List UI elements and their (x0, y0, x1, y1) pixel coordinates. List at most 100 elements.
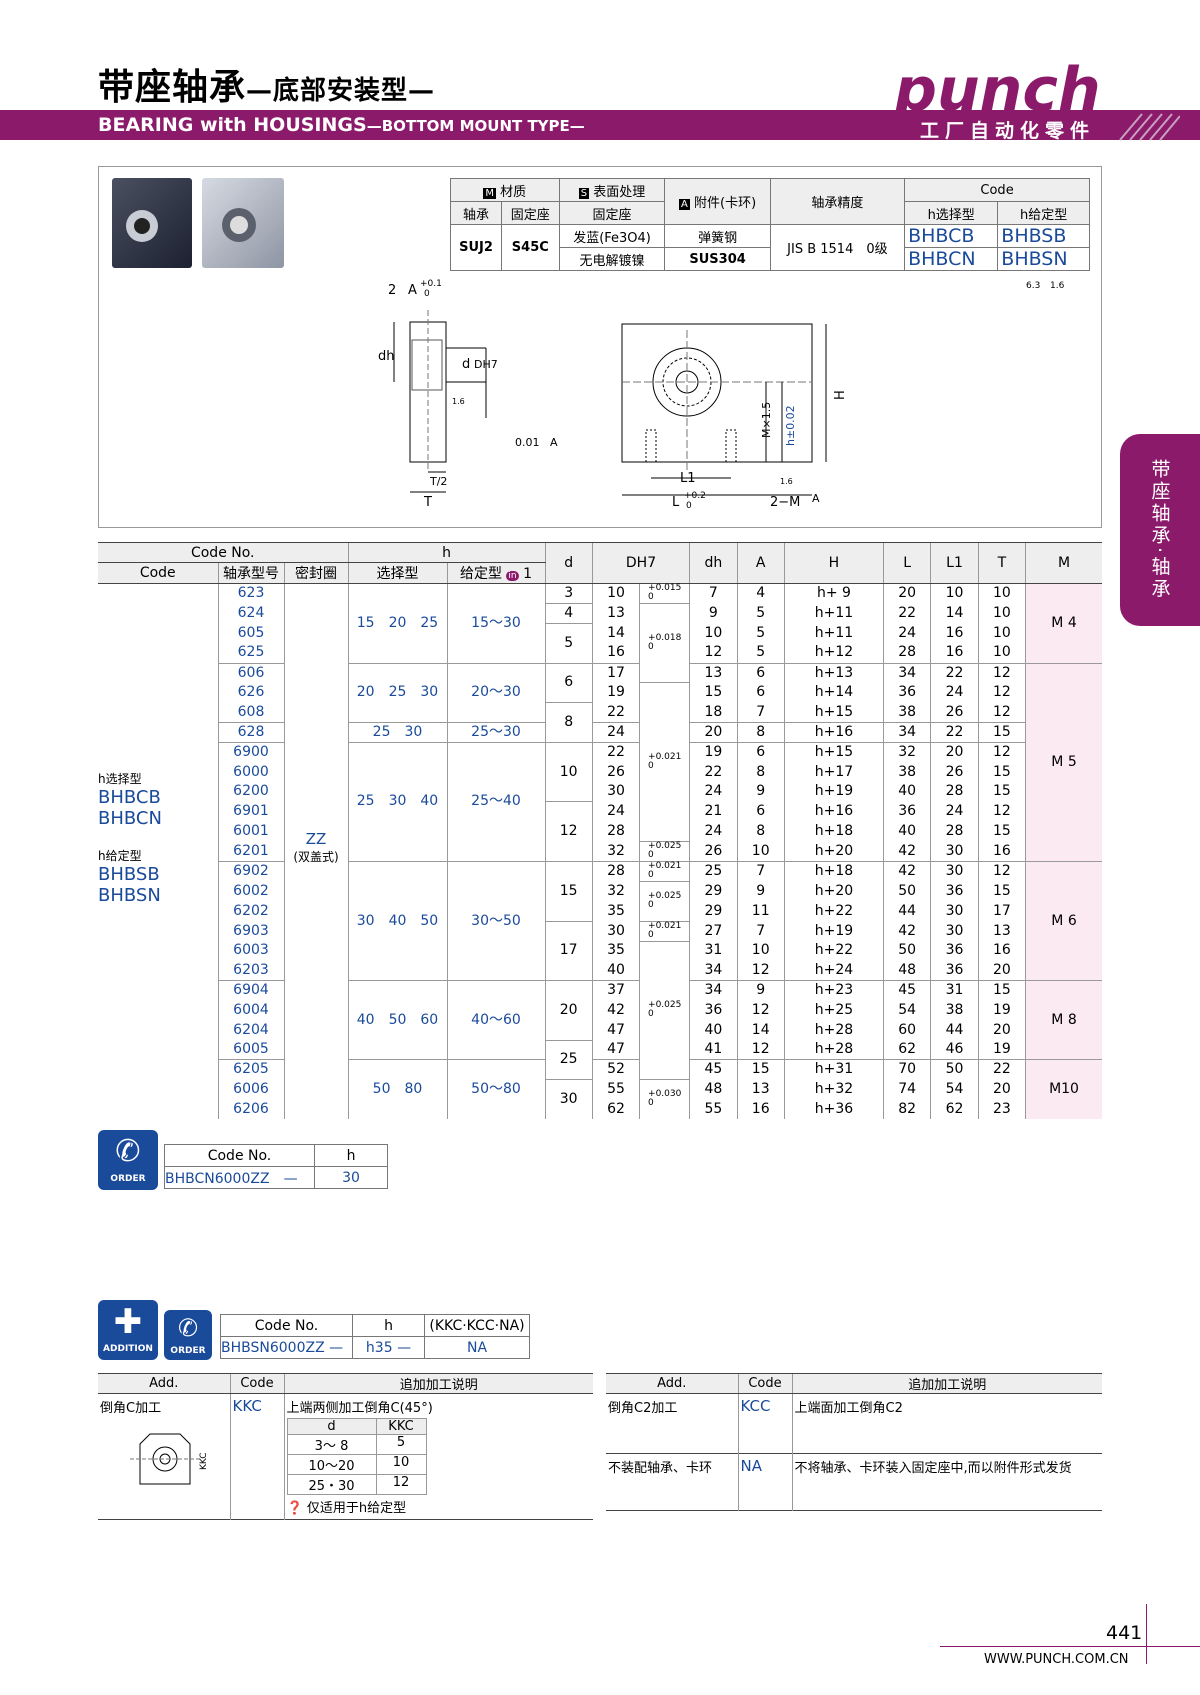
dim-l-tol: +0.2 (684, 491, 706, 501)
l-cell: 28 (882, 643, 931, 664)
l1-cell: 36 (930, 881, 979, 902)
dh7-cell: 22 (591, 702, 640, 723)
bearing-type-cell: 6002 (217, 881, 284, 902)
rough-1.6-c: 1.6 (1050, 281, 1065, 291)
code-bhbcn-row[interactable]: BHBCN (98, 808, 162, 829)
dim-d: d (462, 357, 470, 372)
precision-value: JIS B 1514 0级 (769, 224, 906, 271)
dh7-cell: 42 (591, 1000, 640, 1021)
a-cell: 9 (736, 881, 785, 902)
t-cell: 10 (977, 583, 1026, 604)
l1-cell: 62 (930, 1099, 979, 1120)
desc-col-left: 追加加工说明 (283, 1373, 593, 1394)
dh7-cell: 28 (591, 821, 640, 842)
dh7-cell: 22 (591, 741, 640, 763)
l1-cell: 28 (930, 782, 979, 802)
dh7-cell: 52 (591, 1059, 640, 1080)
code-bhbsn-row[interactable]: BHBSN (98, 885, 161, 906)
dh-cell: 55 (689, 1099, 738, 1120)
l-cell: 45 (882, 980, 931, 1001)
footer-url[interactable]: WWW.PUNCH.COM.CN (984, 1652, 1129, 1667)
bearing-type-cell: 6904 (217, 980, 284, 1001)
dim-t-half: T/2 (429, 475, 447, 488)
t-cell: 15 (977, 762, 1026, 783)
code-no-header: Code No. (98, 542, 348, 563)
code-bhbsn[interactable]: BHBSN (997, 247, 1090, 271)
addition-icon[interactable]: ✚ADDITION (98, 1300, 158, 1360)
side-category-tab[interactable]: 带座轴承·轴承 (1120, 434, 1200, 626)
bearing-type-cell: 6005 (217, 1040, 284, 1060)
code-bhbsb[interactable]: BHBSB (997, 224, 1090, 248)
l-cell: 82 (882, 1099, 931, 1120)
mat-bearing: SUJ2 (449, 224, 503, 271)
h-fixed-col: h给定型 (997, 201, 1090, 225)
h-header: h (347, 542, 545, 563)
h-fixed-cell: 20～30 (446, 662, 545, 723)
h-select-cell: 25 30 (347, 721, 447, 743)
code-bhbcn[interactable]: BHBCN (904, 247, 999, 271)
h-fixed-cell: 15～30 (446, 583, 545, 664)
d-cell: 8 (544, 702, 593, 743)
hh-cell: h+14 (783, 682, 884, 703)
code-bhbcb-row[interactable]: BHBCB (98, 787, 161, 808)
a-cell: 12 (736, 960, 785, 981)
t-cell: 16 (977, 941, 1026, 961)
dh7-cell: 32 (591, 841, 640, 862)
a-cell: 6 (736, 682, 785, 703)
precision-header: 轴承精度 (769, 178, 906, 225)
kkc-sub-cell: 3～ 8 (286, 1434, 377, 1455)
order-icon[interactable]: ✆ORDER (98, 1130, 158, 1190)
l-cell: 20 (882, 583, 931, 604)
m-header: M (1025, 542, 1102, 584)
dh-cell: 26 (689, 841, 738, 862)
add-col-right: Add. (606, 1373, 738, 1394)
bearing-type-cell: 6202 (217, 901, 284, 922)
bearing-type-cell: 6902 (217, 860, 284, 882)
dh7-cell: 35 (591, 941, 640, 961)
dh-cell: 21 (689, 801, 738, 822)
a-cell: 4 (736, 583, 785, 604)
hh-cell: h+18 (783, 860, 884, 882)
l-header: L (882, 542, 931, 584)
code-bhbsb-row[interactable]: BHBSB (98, 864, 160, 885)
spec-table: M 材质 S 表面处理 A 附件(卡环) 轴承精度 Code 轴承 固定座 固定… (449, 178, 1090, 271)
dh7-cell: 62 (591, 1099, 640, 1120)
h-select-col: h选择型 (904, 201, 999, 225)
bearing-type-cell: 6200 (217, 782, 284, 802)
kkc-sub-cell: 10～20 (286, 1454, 377, 1475)
label-fix: h给定型 (98, 849, 142, 863)
code-cell (98, 583, 218, 1120)
l-cell: 34 (882, 662, 931, 683)
t-cell: 10 (977, 643, 1026, 664)
code-bhbcb[interactable]: BHBCB (904, 224, 999, 248)
dim-h-tol: h±0.02 (784, 405, 797, 446)
t-cell: 15 (977, 821, 1026, 842)
t-cell: 12 (977, 702, 1026, 723)
bearing-type-cell: 6006 (217, 1079, 284, 1100)
d-cell: 25 (544, 1039, 593, 1080)
order-icon-2[interactable]: ✆ORDER (164, 1310, 212, 1360)
warning-icon: ❓ (286, 1501, 303, 1516)
dim-a-tol0: 0 (424, 289, 430, 299)
a-cell: 8 (736, 762, 785, 783)
l-cell: 74 (882, 1079, 931, 1100)
dh-cell: 18 (689, 702, 738, 723)
kkc-sub-d: d (286, 1418, 377, 1435)
hh-cell: h+13 (783, 662, 884, 683)
d-cell: 20 (544, 980, 593, 1041)
l-cell: 42 (882, 860, 931, 882)
a-cell: 10 (736, 841, 785, 862)
